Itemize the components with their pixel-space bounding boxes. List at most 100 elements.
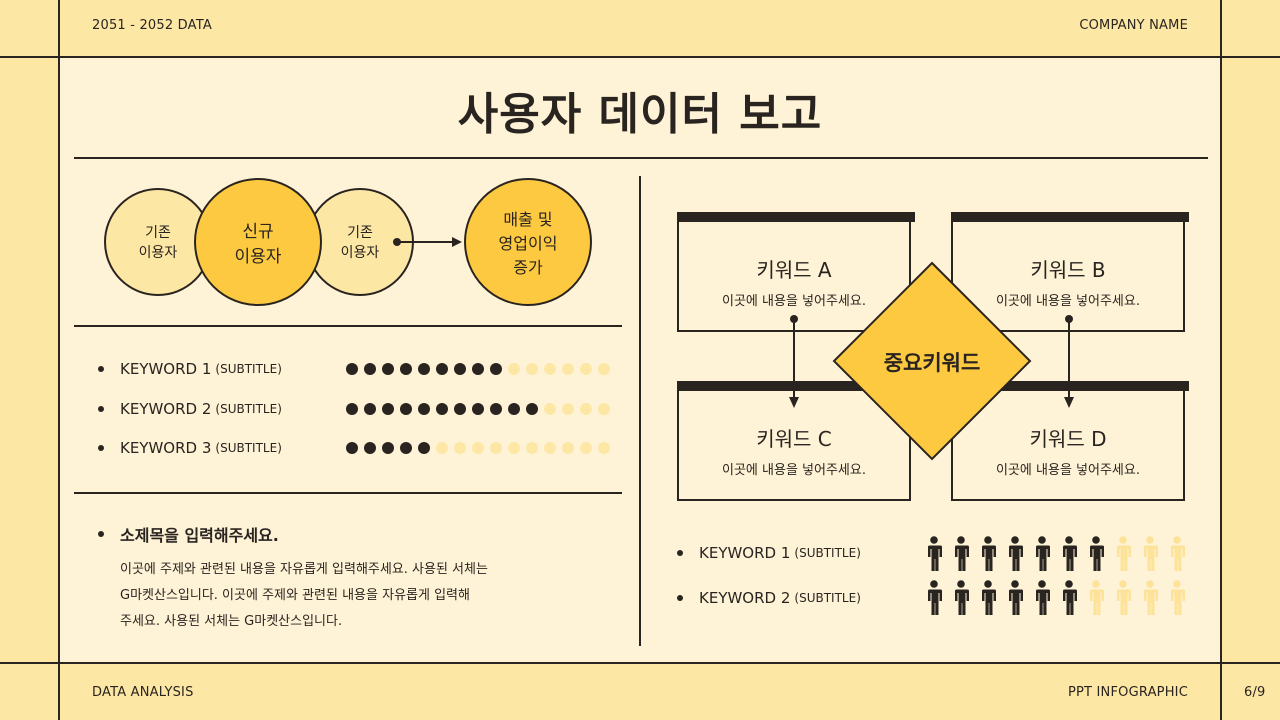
keyword-dots-row-3: KEYWORD 3 (SUBTITLE) [98,438,282,458]
title-divider [74,157,1208,159]
person-icon-empty [1141,536,1159,576]
dot-filled [454,403,466,415]
bullet [98,366,104,372]
dot-empty [580,403,592,415]
keyword-box-a: 키워드 A 이곳에 내용을 넣어주세요. [677,212,915,332]
center-diamond [832,261,1032,461]
dot-filled [526,403,538,415]
dot-filled [418,403,430,415]
frame-line-left [58,0,60,720]
bullet [677,550,683,556]
keyword-name: KEYWORD 3 [120,439,212,457]
keyword-box-c: 키워드 C 이곳에 내용을 넣어주세요. [677,381,915,501]
arrow-a-to-c [789,315,799,408]
dot-empty [580,442,592,454]
person-icon-empty [1114,536,1132,576]
dot-empty [562,403,574,415]
dot-filled [418,442,430,454]
flow-arrow [393,237,462,247]
dot-filled [382,403,394,415]
dot-filled [400,442,412,454]
dot-filled [364,403,376,415]
keyword-box-desc: 이곳에 내용을 넣어주세요. [722,294,866,309]
keyword-name: KEYWORD 2 [699,589,791,607]
person-icon-filled [925,580,943,620]
person-icon-filled [1087,536,1105,576]
dot-scale-3 [346,442,610,454]
keyword-subtitle: (SUBTITLE) [215,362,282,376]
dot-scale-2 [346,403,610,415]
keyword-dots-row-2: KEYWORD 2 (SUBTITLE) [98,399,282,419]
keyword-subtitle: (SUBTITLE) [215,402,282,416]
subheading: 소제목을 입력해주세요. [120,526,279,545]
person-icon-filled [979,580,997,620]
dot-empty [472,442,484,454]
person-icon-filled [1033,580,1051,620]
keyword-people-row-2: KEYWORD 2 (SUBTITLE) [677,588,861,608]
person-icon-filled [979,536,997,576]
keyword-dots-row-1: KEYWORD 1 (SUBTITLE) [98,359,282,379]
keyword-people-row-1: KEYWORD 1 (SUBTITLE) [677,543,861,563]
people-scale-1 [925,536,1186,576]
dot-filled [508,403,520,415]
dot-filled [364,363,376,375]
person-icon-filled [925,536,943,576]
person-icon-filled [1060,536,1078,576]
bullet [98,531,104,537]
footer-deck-label: PPT INFOGRAPHIC [1067,685,1188,700]
body-text-line-2: G마켓산스입니다. 이곳에 주제와 관련된 내용을 자유롭게 입력해 [120,588,470,603]
dot-filled [436,363,448,375]
person-icon-filled [1060,580,1078,620]
dot-filled [346,363,358,375]
dot-empty [526,363,538,375]
keyword-name: KEYWORD 1 [699,544,791,562]
revenue-increase-circle: 매출 및 영업이익 증가 [464,178,592,306]
keyword-name: KEYWORD 1 [120,360,212,378]
person-icon-empty [1087,580,1105,620]
dot-empty [508,363,520,375]
people-scale-2 [925,580,1186,620]
header-company-name: COMPANY NAME [1079,18,1188,33]
body-text-line-3: 주세요. 사용된 서체는 G마켓산스입니다. [120,614,343,629]
bullet [677,595,683,601]
dot-empty [544,403,556,415]
page-number: 6/9 [1244,685,1266,700]
dot-filled [364,442,376,454]
dot-filled [346,403,358,415]
page-title: 사용자 데이터 보고 [457,89,823,140]
left-divider-1 [74,325,622,327]
person-icon-empty [1168,580,1186,620]
dot-empty [598,363,610,375]
keyword-box-title: 키워드 A [756,258,832,282]
center-keyword-label: 중요키워드 [883,351,981,375]
dot-scale-1 [346,363,610,375]
person-icon-filled [1006,536,1024,576]
column-divider [639,176,641,646]
dot-empty [454,442,466,454]
keyword-box-title: 키워드 B [1030,258,1106,282]
dot-filled [400,403,412,415]
keyword-subtitle: (SUBTITLE) [794,546,861,560]
dot-empty [508,442,520,454]
keyword-box-title: 키워드 C [756,427,832,451]
body-text-line-1: 이곳에 주제와 관련된 내용을 자유롭게 입력해주세요. 사용된 서체는 [120,562,488,577]
dot-filled [400,363,412,375]
person-icon-empty [1168,536,1186,576]
subheading-row: 소제목을 입력해주세요. [98,524,279,545]
left-divider-2 [74,492,622,494]
keyword-box-b: 키워드 B 이곳에 내용을 넣어주세요. [951,212,1189,332]
new-users-circle: 신규 이용자 [194,178,322,306]
frame-line-top [0,56,1280,58]
dot-filled [418,363,430,375]
dot-filled [382,363,394,375]
person-icon-filled [1033,536,1051,576]
keyword-subtitle: (SUBTITLE) [215,441,282,455]
dot-filled [472,403,484,415]
dot-filled [472,363,484,375]
dot-empty [562,363,574,375]
person-icon-empty [1114,580,1132,620]
dot-empty [526,442,538,454]
dot-filled [454,363,466,375]
dot-filled [436,403,448,415]
header-date-range: 2051 - 2052 DATA [92,18,212,33]
